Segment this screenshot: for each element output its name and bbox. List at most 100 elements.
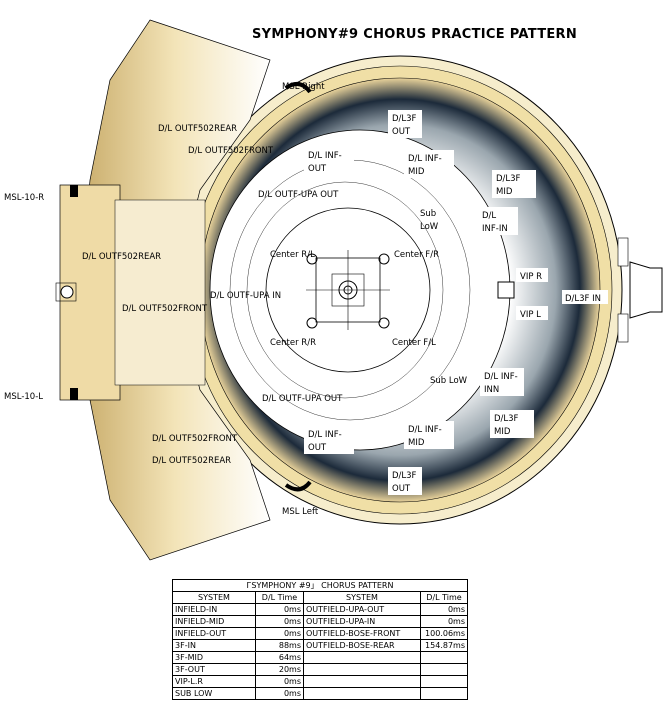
label-inf-inn-bot-1: D/L INF- xyxy=(484,372,518,382)
label-msl-left: MSL Left xyxy=(282,507,319,517)
speaker-icon xyxy=(378,253,390,265)
table-row: 3F-IN 88ms OUTFIELD-BOSE-REAR 154.87ms xyxy=(172,639,468,652)
cell-system: OUTFIELD-UPA-IN xyxy=(303,615,421,628)
label-l3f-out-top-1: D/L3F xyxy=(392,114,417,124)
cell-system: SUB LOW xyxy=(172,687,256,700)
chorus-pattern-table: ГSYMPHONY #9」 CHORUS PATTERN SYSTEM D/L … xyxy=(172,579,468,700)
label-center-fl: Center F/L xyxy=(392,338,436,348)
cell-time: 0ms xyxy=(420,615,468,628)
cell-system xyxy=(303,687,421,700)
label-l3f-in: D/L3F IN xyxy=(565,294,601,304)
cell-time: 0ms xyxy=(255,687,304,700)
label-outf502rear-bot: D/L OUTF502REAR xyxy=(152,456,231,466)
cell-time: 154.87ms xyxy=(420,639,468,652)
cell-time: 0ms xyxy=(255,675,304,688)
label-outf502front-bot: D/L OUTF502FRONT xyxy=(152,434,238,444)
label-inf-mid-top-1: D/L INF- xyxy=(408,154,442,164)
label-l3f-mid-top-2: MID xyxy=(496,187,513,197)
label-msl-right: MSL Right xyxy=(282,82,325,92)
left-wing xyxy=(55,19,271,561)
label-inf-in-top-1: D/L xyxy=(482,211,496,221)
cell-system: 3F-OUT xyxy=(172,663,256,676)
label-vip-r: VIP R xyxy=(520,272,542,282)
label-l3f-out-top-2: OUT xyxy=(392,127,411,137)
header-dl-time-right: D/L Time xyxy=(420,591,468,604)
label-inf-mid-bot-1: D/L INF- xyxy=(408,425,442,435)
label-inf-out-top-1: D/L INF- xyxy=(308,151,342,161)
center-field xyxy=(306,250,390,330)
cell-system: INFIELD-MID xyxy=(172,615,256,628)
cell-time: 100.06ms xyxy=(420,627,468,640)
cell-system: INFIELD-IN xyxy=(172,603,256,616)
speaker-icon xyxy=(306,317,318,329)
labels: MSL Right MSL Left MSL-10-R MSL-10-L D/L… xyxy=(4,82,608,517)
cell-time: 0ms xyxy=(420,603,468,616)
table-row: INFIELD-OUT 0ms OUTFIELD-BOSE-FRONT 100.… xyxy=(172,627,468,640)
table-row: VIP-L.R 0ms xyxy=(172,675,468,688)
label-outf-upa-out-top: D/L OUTF-UPA OUT xyxy=(258,190,339,200)
cell-system xyxy=(303,651,421,664)
msl-left-mark xyxy=(284,480,312,492)
cell-time: 0ms xyxy=(255,603,304,616)
header-system-right: SYSTEM xyxy=(303,591,421,604)
label-center-fr: Center F/R xyxy=(394,250,439,260)
label-inf-mid-top-2: MID xyxy=(408,167,425,177)
cell-time xyxy=(420,687,468,700)
label-sub-low-top-1: Sub xyxy=(420,209,436,219)
label-outf-upa-in: D/L OUTF-UPA IN xyxy=(210,291,281,301)
cell-system: VIP-L.R xyxy=(172,675,256,688)
table-row: INFIELD-MID 0ms OUTFIELD-UPA-IN 0ms xyxy=(172,615,468,628)
label-outf502rear-top: D/L OUTF502REAR xyxy=(158,124,237,134)
cell-system: 3F-IN xyxy=(172,639,256,652)
label-msl-10-l: MSL-10-L xyxy=(4,392,43,402)
cell-system: OUTFIELD-UPA-OUT xyxy=(303,603,421,616)
label-sub-low-top-2: LoW xyxy=(420,222,439,232)
table-row: SUB LOW 0ms xyxy=(172,687,468,700)
label-vip-l: VIP L xyxy=(520,310,541,320)
header-system-left: SYSTEM xyxy=(172,591,256,604)
label-l3f-mid-bot-1: D/L3F xyxy=(494,414,519,424)
label-outf-upa-out-bot: D/L OUTF-UPA OUT xyxy=(262,394,343,404)
cell-time: 0ms xyxy=(255,627,304,640)
cell-time: 20ms xyxy=(255,663,304,676)
label-outf502front-top: D/L OUTF502FRONT xyxy=(188,146,274,156)
right-structure xyxy=(497,237,663,343)
cell-time: 64ms xyxy=(255,651,304,664)
label-outf502front-mid: D/L OUTF502FRONT xyxy=(122,304,208,314)
msl-right-mark xyxy=(284,81,312,94)
header-dl-time-left: D/L Time xyxy=(255,591,304,604)
table-row: 3F-MID 64ms xyxy=(172,651,468,664)
label-l3f-mid-bot-2: MID xyxy=(494,427,511,437)
cell-system: OUTFIELD-BOSE-FRONT xyxy=(303,627,421,640)
label-inf-out-top-2: OUT xyxy=(308,164,327,174)
label-center-rr: Center R/R xyxy=(270,338,316,348)
label-outf502rear-mid: D/L OUTF502REAR xyxy=(82,252,161,262)
cell-system: OUTFIELD-BOSE-REAR xyxy=(303,639,421,652)
table-caption: ГSYMPHONY #9」 CHORUS PATTERN xyxy=(172,579,468,592)
cell-time: 88ms xyxy=(255,639,304,652)
label-inf-mid-bot-2: MID xyxy=(408,438,425,448)
table-row: 3F-OUT 20ms xyxy=(172,663,468,676)
cell-time xyxy=(420,675,468,688)
speaker-icon xyxy=(306,253,318,265)
label-l3f-out-bot-2: OUT xyxy=(392,484,411,494)
label-inf-out-bot-1: D/L INF- xyxy=(308,430,342,440)
cell-system xyxy=(303,663,421,676)
table-row: INFIELD-IN 0ms OUTFIELD-UPA-OUT 0ms xyxy=(172,603,468,616)
label-sub-low-bot: Sub LoW xyxy=(430,376,468,386)
label-l3f-mid-top-1: D/L3F xyxy=(496,174,521,184)
cell-time: 0ms xyxy=(255,615,304,628)
diagram-title: SYMPHONY#9 CHORUS PRACTICE PATTERN xyxy=(252,27,577,42)
cell-system: INFIELD-OUT xyxy=(172,627,256,640)
label-msl-10-r: MSL-10-R xyxy=(4,193,44,203)
cell-system: 3F-MID xyxy=(172,651,256,664)
label-center-rl: Center R/L xyxy=(270,250,315,260)
cell-system xyxy=(303,675,421,688)
label-inf-inn-bot-2: INN xyxy=(484,385,499,395)
label-inf-in-top-2: INF-IN xyxy=(482,224,508,234)
cell-time xyxy=(420,663,468,676)
speaker-icon xyxy=(378,317,390,329)
label-l3f-out-bot-1: D/L3F xyxy=(392,471,417,481)
cell-time xyxy=(420,651,468,664)
